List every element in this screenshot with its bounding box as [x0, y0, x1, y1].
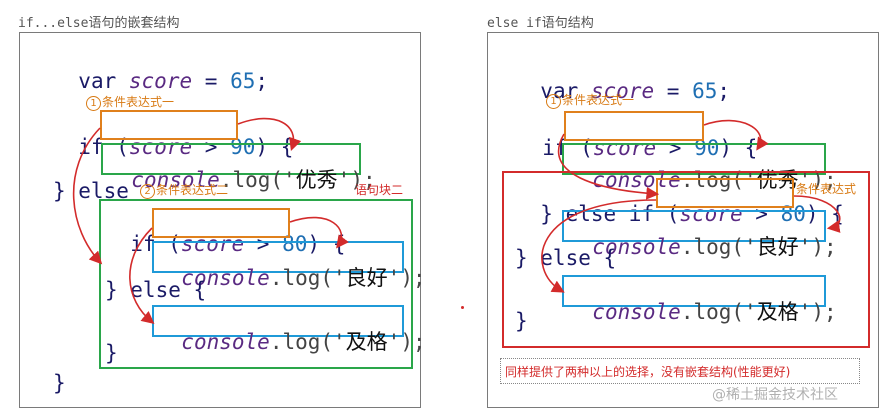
right-cond1-box	[564, 111, 704, 141]
left-else2-line: } else {	[105, 278, 207, 302]
semicolon: ;	[255, 69, 269, 93]
right-close: }	[515, 309, 528, 333]
circled-number-2: 2	[140, 184, 155, 199]
number-65: 65	[230, 69, 256, 93]
left-block1-box	[101, 143, 361, 175]
left-block2-box	[99, 199, 413, 369]
equals: =	[204, 69, 218, 93]
left-close-outer: }	[53, 371, 66, 395]
left-log1-line: console.log('优秀');	[131, 168, 376, 192]
left-var-line: var score = 65;	[53, 50, 268, 92]
right-summary-note: 同样提供了两种以上的选择，没有嵌套结构(性能更好)	[505, 365, 791, 379]
right-caption: else if语句结构	[487, 16, 594, 31]
right-cond2-box	[656, 178, 794, 208]
left-log3-line: console.log('及格');	[181, 330, 426, 354]
circled-number-1: 1	[86, 96, 101, 111]
right-elseif-box	[502, 171, 870, 348]
right-summary-frame	[500, 358, 860, 384]
left-log2-line: console.log('良好');	[181, 266, 426, 290]
left-cond1-box	[100, 110, 238, 140]
right-log3-line: console.log('及格');	[592, 300, 837, 324]
left-note-block2: 语句块二	[355, 183, 404, 197]
left-log2-box	[152, 241, 404, 273]
keyword-var: var	[78, 69, 117, 93]
var-score: score	[128, 69, 193, 93]
circled-number-1: 1	[546, 94, 561, 109]
red-dot	[461, 306, 464, 309]
right-note-cond2: 条件表达式	[796, 182, 857, 196]
left-caption: if...else语句的嵌套结构	[18, 16, 180, 31]
left-cond2-box	[152, 208, 290, 238]
watermark: @稀土掘金技术社区	[712, 387, 838, 403]
right-var-line: var score = 65;	[540, 79, 731, 103]
left-close-inner: }	[105, 341, 118, 365]
right-else-line: } else {	[515, 246, 617, 270]
